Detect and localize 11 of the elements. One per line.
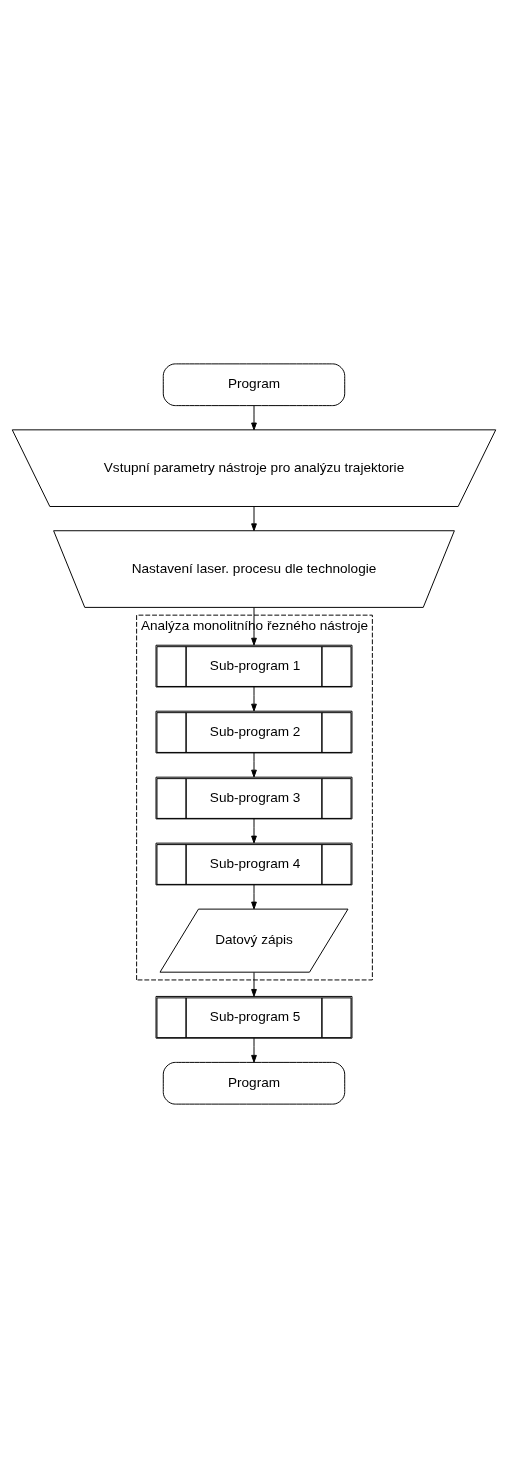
arrow (251, 607, 257, 646)
node-box: Program (162, 363, 346, 407)
arrow (251, 1037, 257, 1063)
arrow (251, 884, 257, 910)
arrow (251, 971, 257, 997)
arrow (251, 752, 257, 778)
arrow (251, 818, 257, 844)
node-box: Program (162, 1061, 346, 1105)
arrow (251, 506, 257, 532)
arrow (251, 686, 257, 712)
arrow (251, 405, 257, 431)
